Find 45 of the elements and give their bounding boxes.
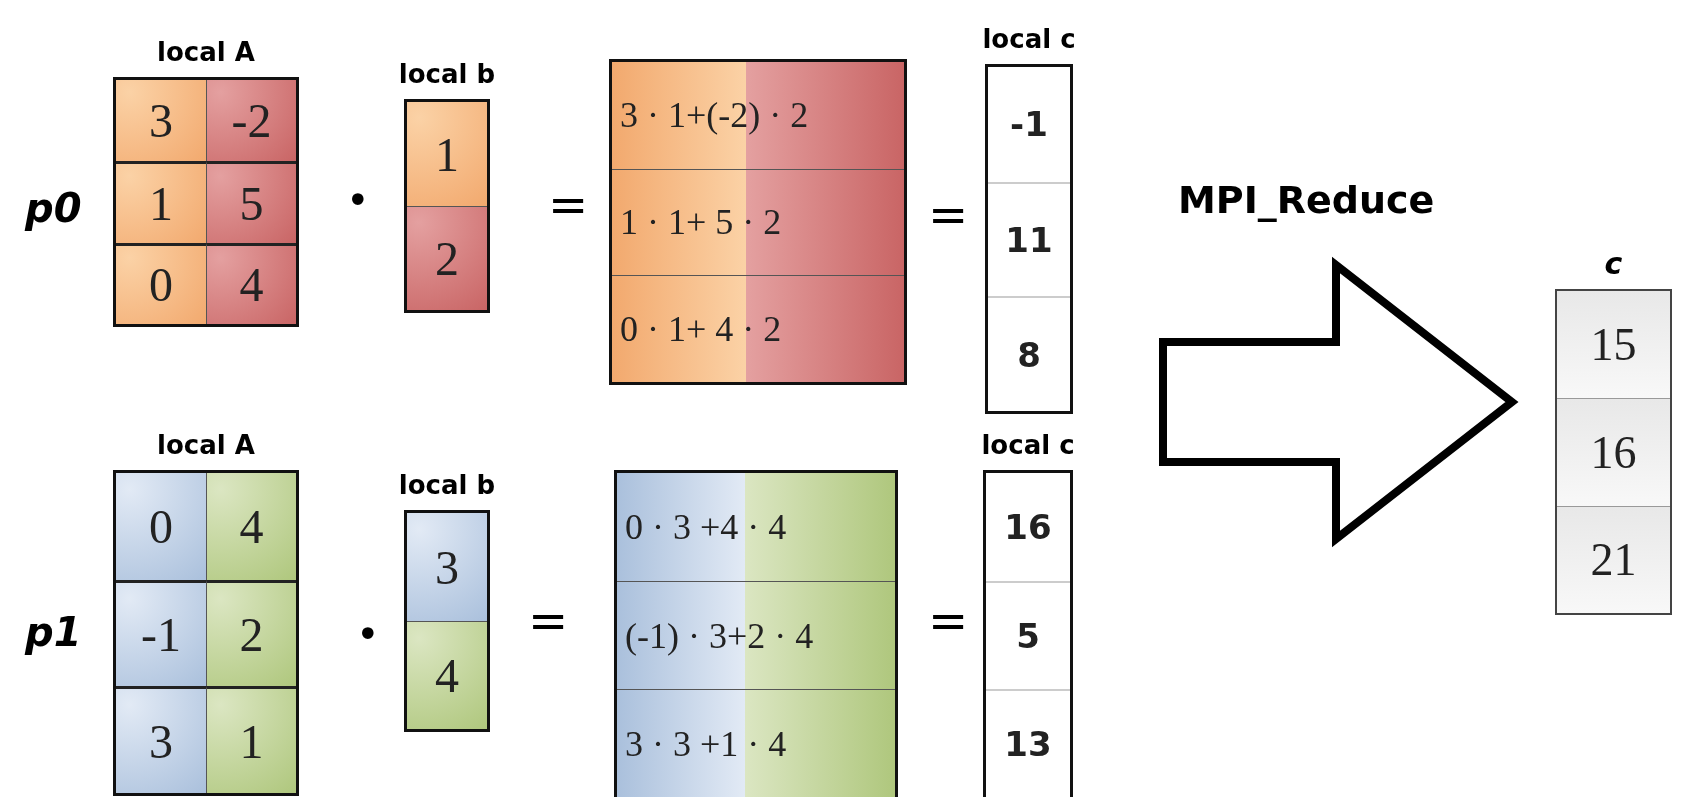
cell-value: 3 — [435, 539, 459, 595]
cell-value: 16 — [1004, 507, 1052, 547]
cell-value: (-1) · 3+2 · 4 — [625, 614, 814, 657]
cell-value: 2 — [435, 231, 459, 286]
cell-value: 2 — [239, 607, 264, 662]
cell-value: -1 — [141, 607, 181, 662]
cell-value: 3 · 3 +1 · 4 — [625, 722, 787, 765]
cell-value: 15 — [1590, 318, 1637, 372]
cell-value: 4 — [239, 498, 264, 554]
cell-value: 13 — [1004, 724, 1052, 764]
cell-value: 0 — [149, 257, 173, 313]
cell-value: 1 — [435, 126, 459, 182]
block-arrow — [1159, 256, 1519, 548]
cell-value: 21 — [1590, 533, 1637, 587]
cell-value: 5 — [239, 176, 264, 231]
cell-value: 3 — [149, 713, 173, 769]
matrix-heading: local b — [398, 470, 496, 500]
matrix-heading: local b — [398, 59, 496, 89]
cell-value: 1 — [149, 176, 173, 231]
matrix-heading: local A — [157, 37, 255, 67]
cell-value: 3 — [149, 93, 173, 149]
operator-symbol: • — [346, 180, 370, 220]
cell-value: 4 — [239, 257, 264, 313]
cell-value: -2 — [231, 93, 272, 149]
cell-value: 3 · 1+(-2) · 2 — [620, 94, 809, 137]
matrix-heading: c — [1604, 249, 1623, 279]
operator-symbol: = — [928, 190, 969, 238]
operator-symbol: • — [356, 614, 380, 654]
cell-value: 16 — [1590, 426, 1637, 479]
operator-symbol: = — [528, 596, 569, 644]
matrix-heading: local A — [157, 430, 255, 460]
matrix-heading: local c — [981, 430, 1075, 460]
cell-value: 11 — [1005, 220, 1053, 260]
cell-value: -1 — [1010, 104, 1048, 145]
matrix-heading: local c — [982, 24, 1076, 54]
cell-value: 5 — [1016, 616, 1040, 656]
operator-symbol: = — [548, 180, 589, 228]
cell-value: 0 · 3 +4 · 4 — [625, 506, 787, 548]
cell-value: 0 — [149, 498, 173, 554]
cell-value: 4 — [435, 648, 459, 703]
cell-value: 1 · 1+ 5 · 2 — [620, 201, 782, 244]
cell-value: 1 — [239, 713, 264, 769]
cell-value: 0 · 1+ 4 · 2 — [620, 308, 782, 351]
cell-value: 8 — [1017, 334, 1041, 375]
operator-symbol: = — [928, 596, 969, 644]
